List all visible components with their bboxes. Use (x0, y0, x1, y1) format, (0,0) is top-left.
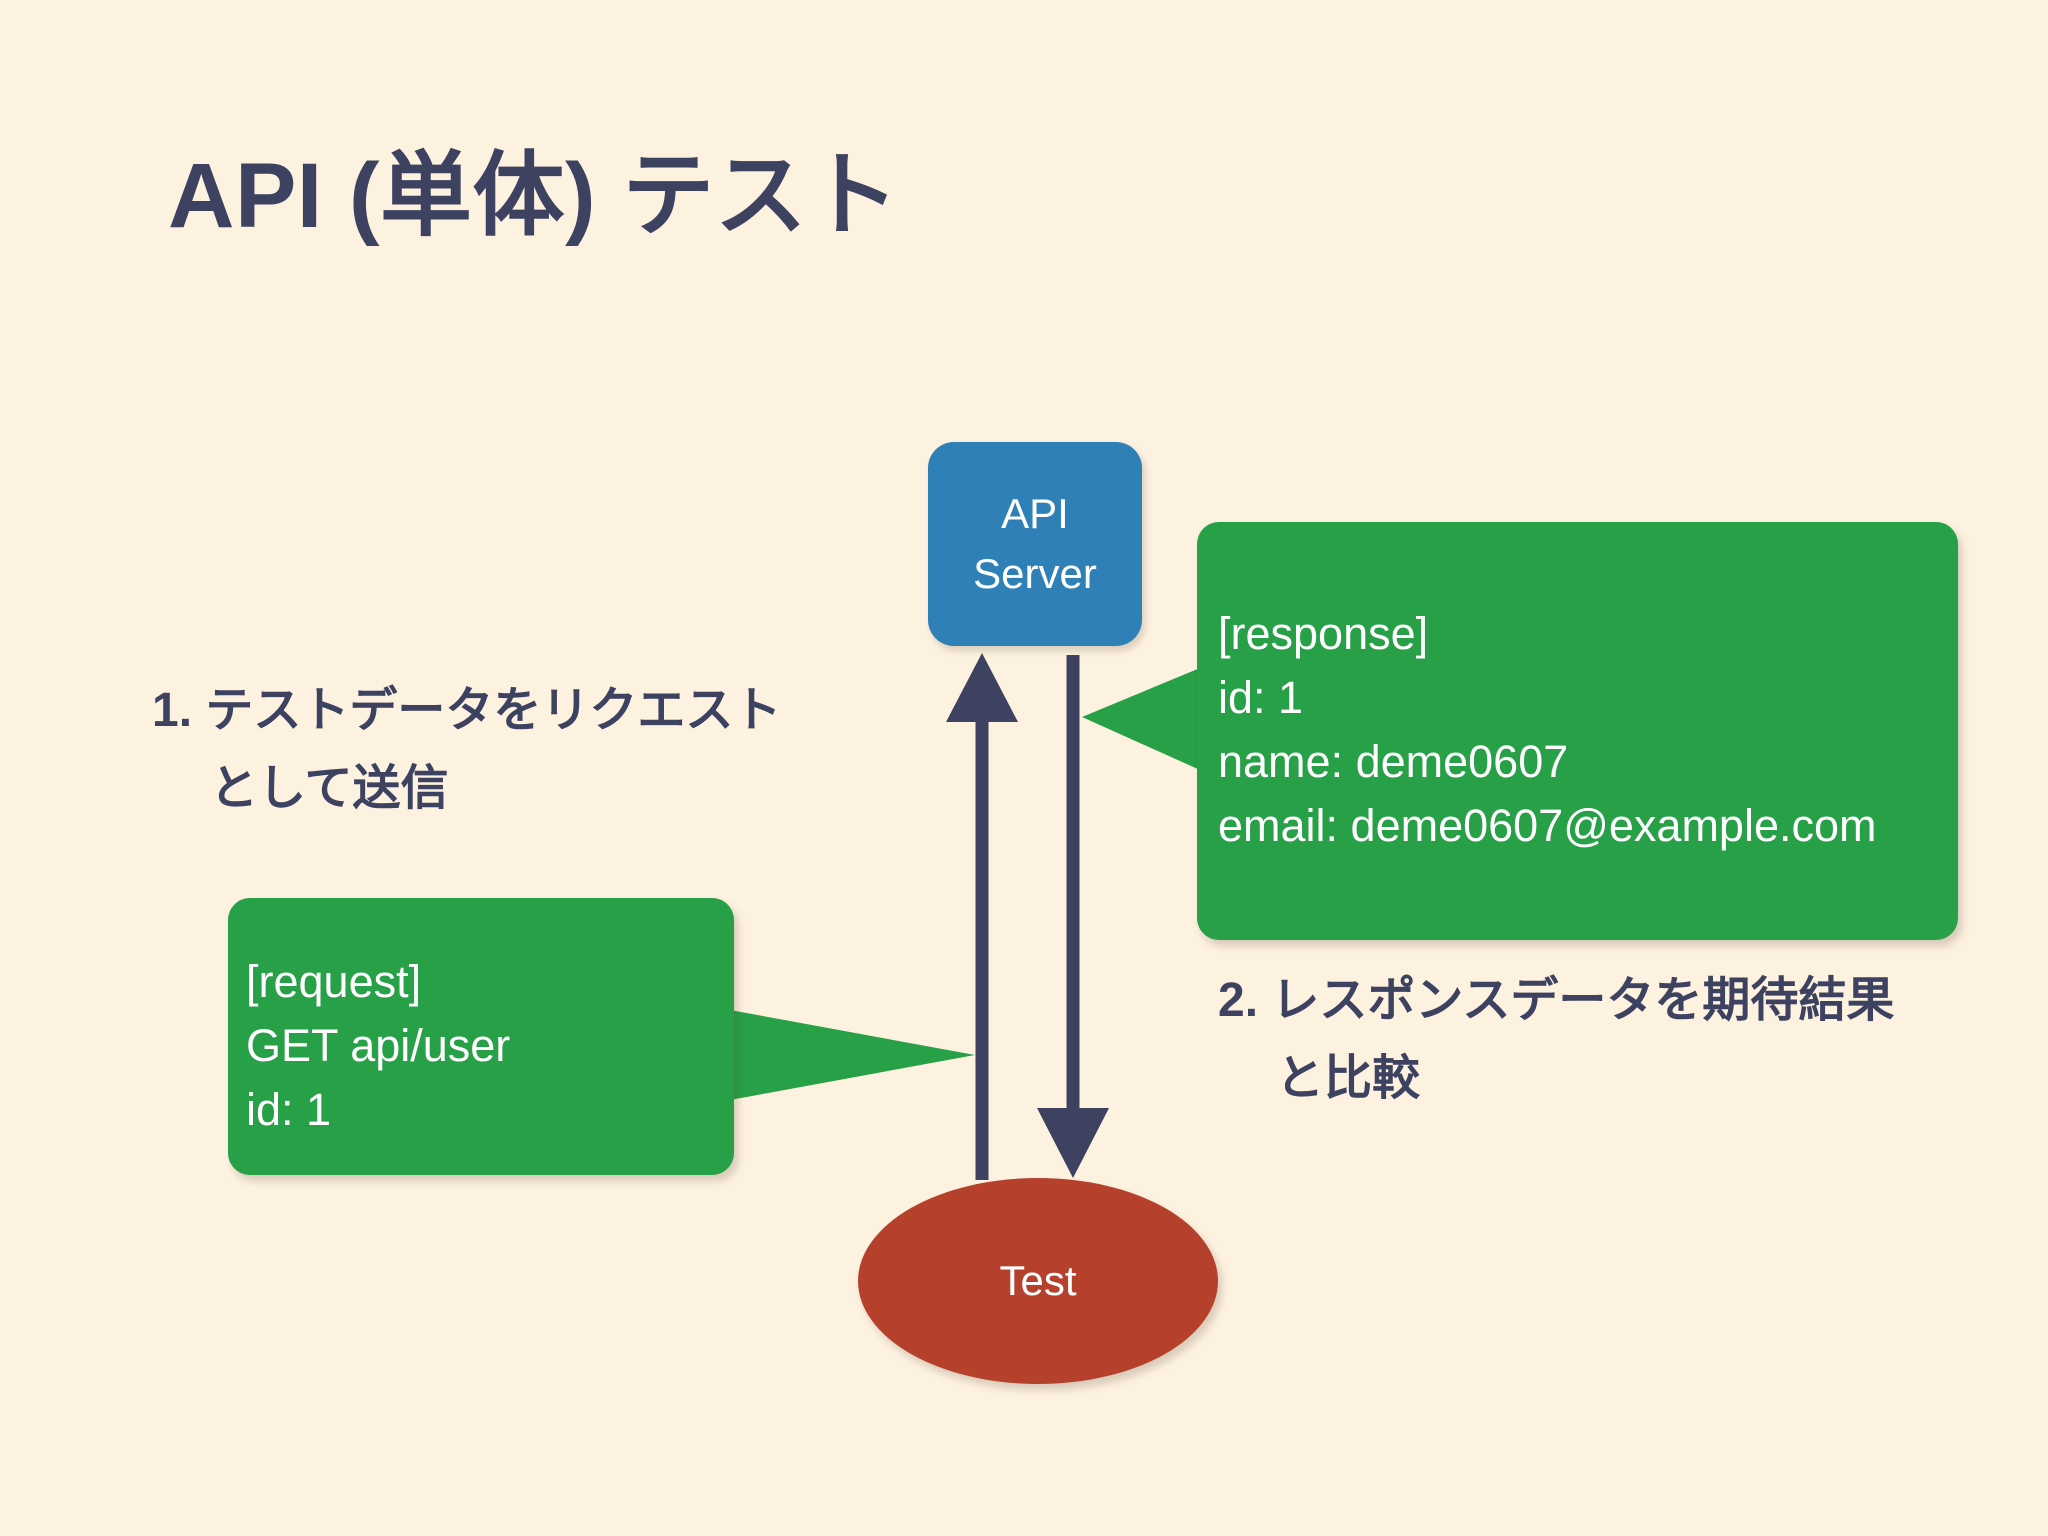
step-1-caption: 1. テストデータをリクエスト として送信 (152, 672, 781, 828)
test-to-api-server-arrow (946, 653, 1018, 1180)
response-line-3: email: deme0607@example.com (1218, 799, 1877, 851)
test-node[interactable]: Test (858, 1178, 1218, 1384)
api-server-label-line2: Server (973, 550, 1097, 597)
api-server-node[interactable]: API Server (928, 442, 1142, 646)
step-2-text-line2: と比較 (1276, 1051, 1421, 1105)
response-callout-tail (1082, 668, 1200, 770)
request-line-2: id: 1 (246, 1083, 332, 1135)
request-callout: [request] GET api/user id: 1 (228, 898, 734, 1175)
request-line-0: [request] (246, 956, 422, 1007)
response-line-2: name: deme0607 (1218, 735, 1569, 787)
step-1-text-line2: として送信 (210, 761, 449, 815)
response-callout: [response] id: 1 name: deme0607 email: d… (1197, 522, 1958, 940)
step-1-text-line1: テストデータをリクエスト (205, 684, 782, 737)
step-2-caption: 2. レスポンスデータを期待結果 と比較 (1218, 962, 1894, 1118)
step-2-line1: 2. レスポンスデータを期待結果 (1218, 962, 1894, 1040)
response-callout-text: [response] id: 1 name: deme0607 email: d… (1212, 602, 1958, 858)
step-1-line1: 1. テストデータをリクエスト (152, 672, 781, 750)
response-line-1: id: 1 (1218, 671, 1304, 723)
api-server-to-test-arrow (1037, 655, 1109, 1178)
request-callout-text: [request] GET api/user id: 1 (236, 950, 734, 1142)
test-label: Test (999, 1257, 1077, 1304)
request-line-1: GET api/user (246, 1019, 511, 1071)
step-2-number: 2. (1218, 974, 1259, 1027)
step-2-text-line1: レスポンスデータを期待結果 (1271, 974, 1895, 1027)
request-callout-tail (730, 1010, 975, 1100)
response-line-0: [response] (1218, 608, 1429, 659)
page-title: API (単体) テスト (168, 145, 900, 247)
step-1-number: 1. (152, 684, 193, 737)
api-server-label-line1: API (1001, 490, 1069, 538)
